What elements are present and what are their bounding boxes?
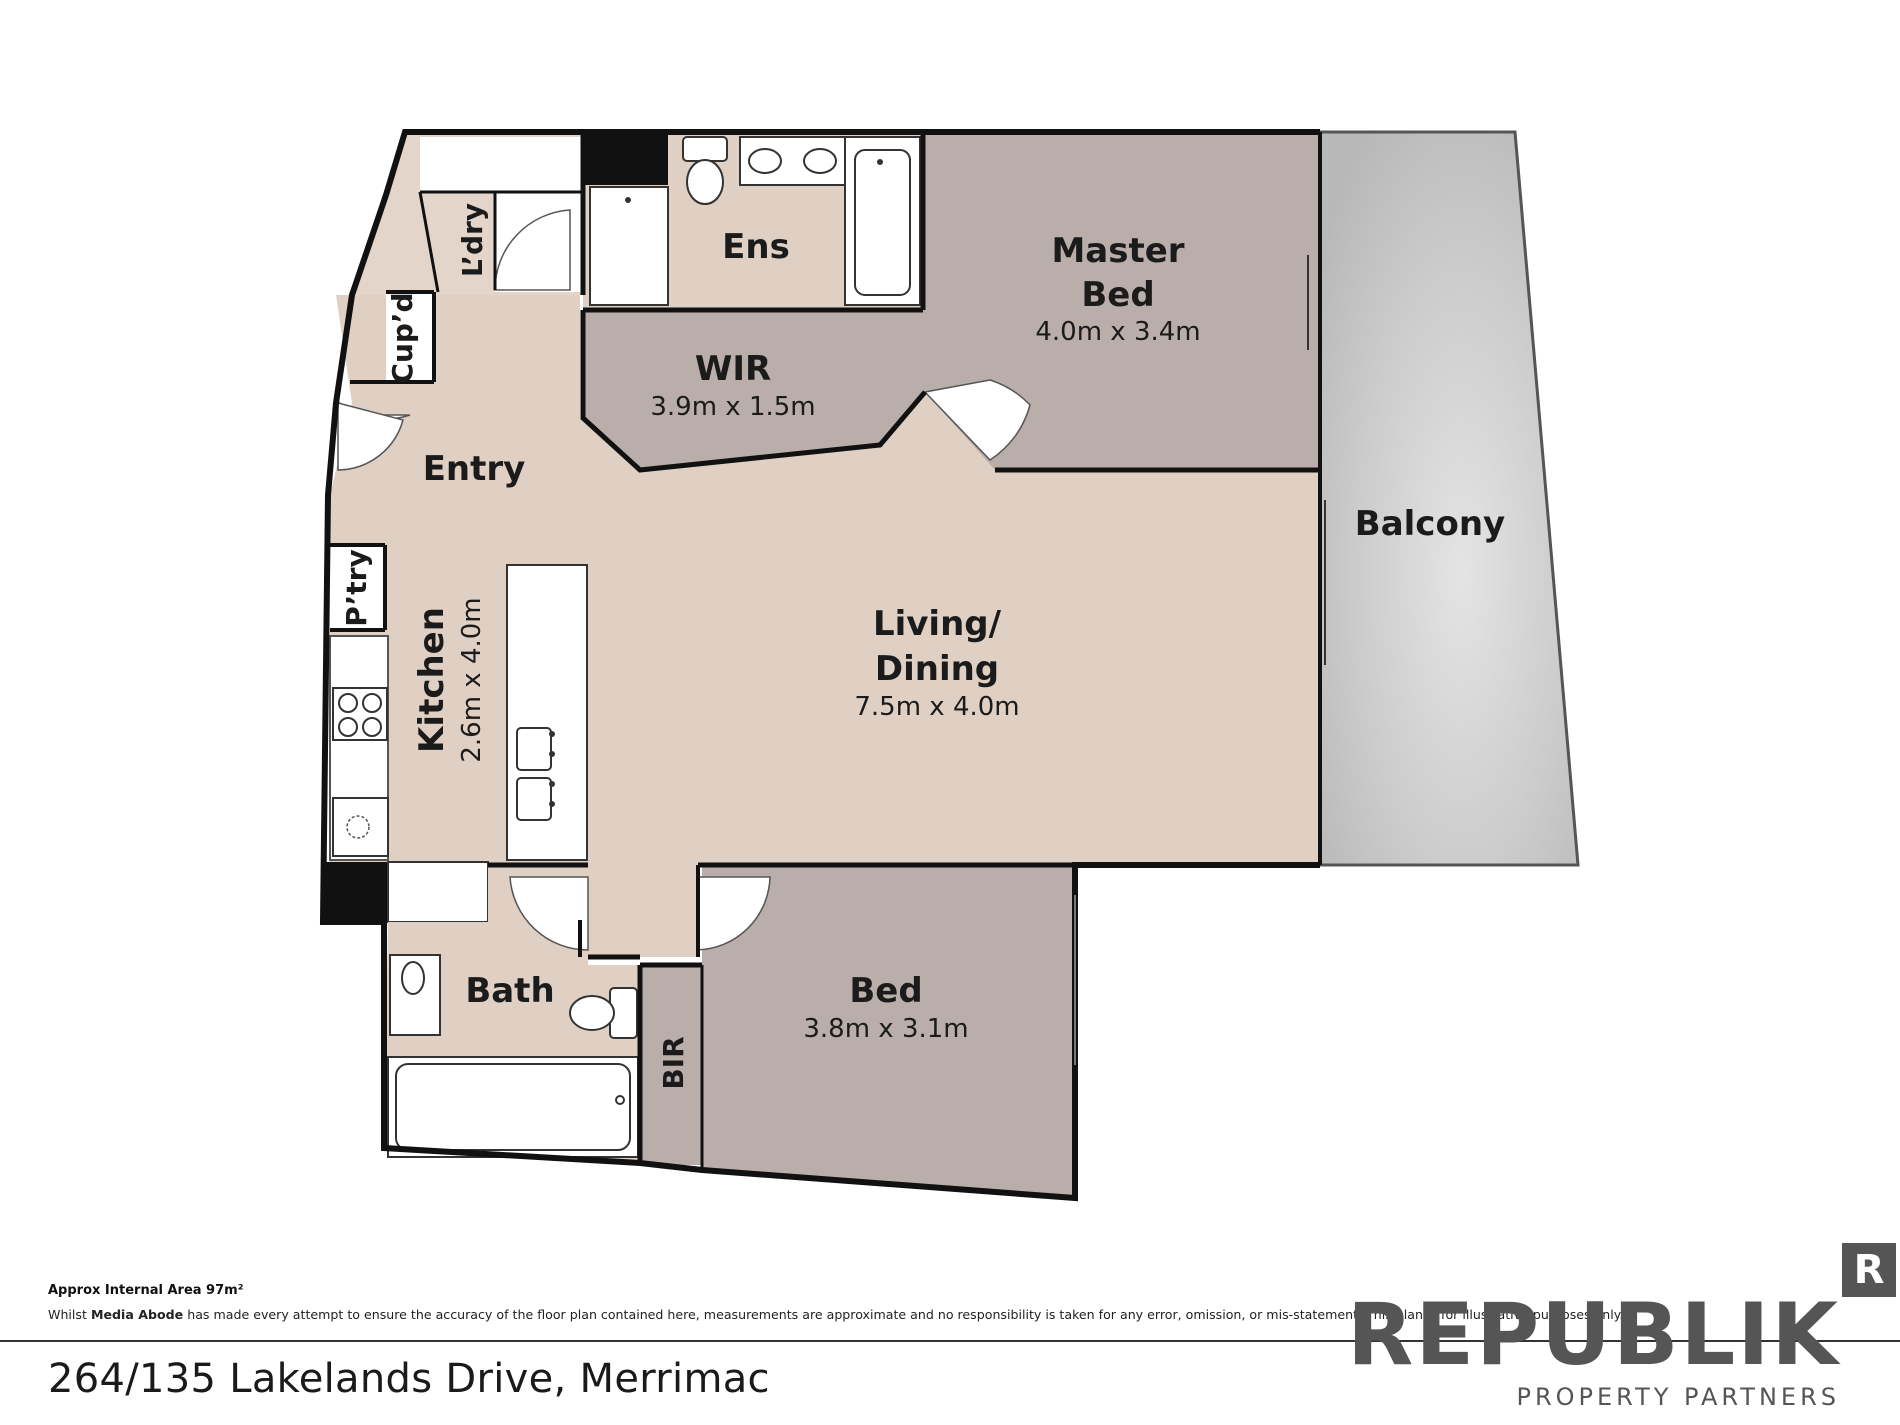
living-label-1: Living/ [873,604,1002,644]
laundry-sink-zone [420,137,582,192]
disclaimer-post: has made every attempt to ensure the acc… [183,1307,1624,1322]
living-dims: 7.5m x 4.0m [854,692,1019,722]
pantry-area [330,545,385,630]
balcony-area [1318,130,1580,867]
entry-label: Entry [423,449,526,489]
bath-door-swing [509,876,589,951]
balcony-label: Balcony [1355,504,1505,544]
property-address: 264/135 Lakelands Drive, Merrimac [48,1356,770,1402]
brand-logo-name: REPUBLIK [1347,1285,1840,1385]
bath-linen-box [387,861,489,923]
structural-column [323,862,388,922]
approx-internal-area: Approx Internal Area 97m² [48,1283,244,1298]
bed2-floor [702,865,1075,1198]
bath-tub [387,1056,639,1158]
master-bed-label-1: Master [1051,231,1184,271]
laundry-label: L’dry [456,203,489,277]
outer-wall [319,129,1320,1202]
bed2-dims: 3.8m x 3.1m [803,1014,968,1044]
ensuite-dark-block [583,135,668,185]
master-door-swing [923,379,1031,461]
ensuite-vanity [739,136,846,186]
master-bed-label-2: Bed [1081,275,1154,315]
kitchen-island [506,564,588,861]
bir-floor [640,965,702,1165]
entry-door-leaf [337,402,404,471]
bath-label: Bath [465,971,554,1011]
disclaimer-company: Media Abode [90,1307,184,1322]
ensuite-bath-tub [844,136,921,306]
pantry-label: P’try [340,549,373,626]
master-bed-dims: 4.0m x 3.4m [1035,317,1200,347]
cupboard-area [386,292,434,382]
bath-vanity [389,954,441,1036]
ensuite-label: Ens [722,227,790,267]
wir-label: WIR [695,349,771,389]
footer-divider [0,1340,1900,1342]
kitchen-dims: 2.6m x 4.0m [457,597,487,762]
dishwasher-icon [332,797,389,857]
ensuite-shower [589,186,669,306]
master-bed-floor [923,135,1318,470]
cupboard-label: Cup’d [386,292,419,383]
wir-wall [580,310,927,473]
brand-logo-tagline: PROPERTY PARTNERS [1516,1383,1840,1411]
bed2-door-swing [696,876,771,951]
kitchen-label: Kitchen [412,607,452,753]
wir-dims: 3.9m x 1.5m [650,392,815,422]
cooktop-icon [332,687,388,741]
brand-logo-mark: R [1842,1243,1896,1297]
living-label-2: Dining [875,649,999,689]
ensuite-toilet-icon [682,136,728,205]
disclaimer: Whilst Media Abode has made every attemp… [48,1307,1668,1322]
kitchen-sink-icon [516,727,555,821]
bed2-label: Bed [849,971,922,1011]
disclaimer-pre: Whilst [48,1307,91,1322]
wir-floor [583,310,925,470]
bir-label: BIR [657,1036,690,1089]
bath-toilet-icon [569,987,638,1039]
